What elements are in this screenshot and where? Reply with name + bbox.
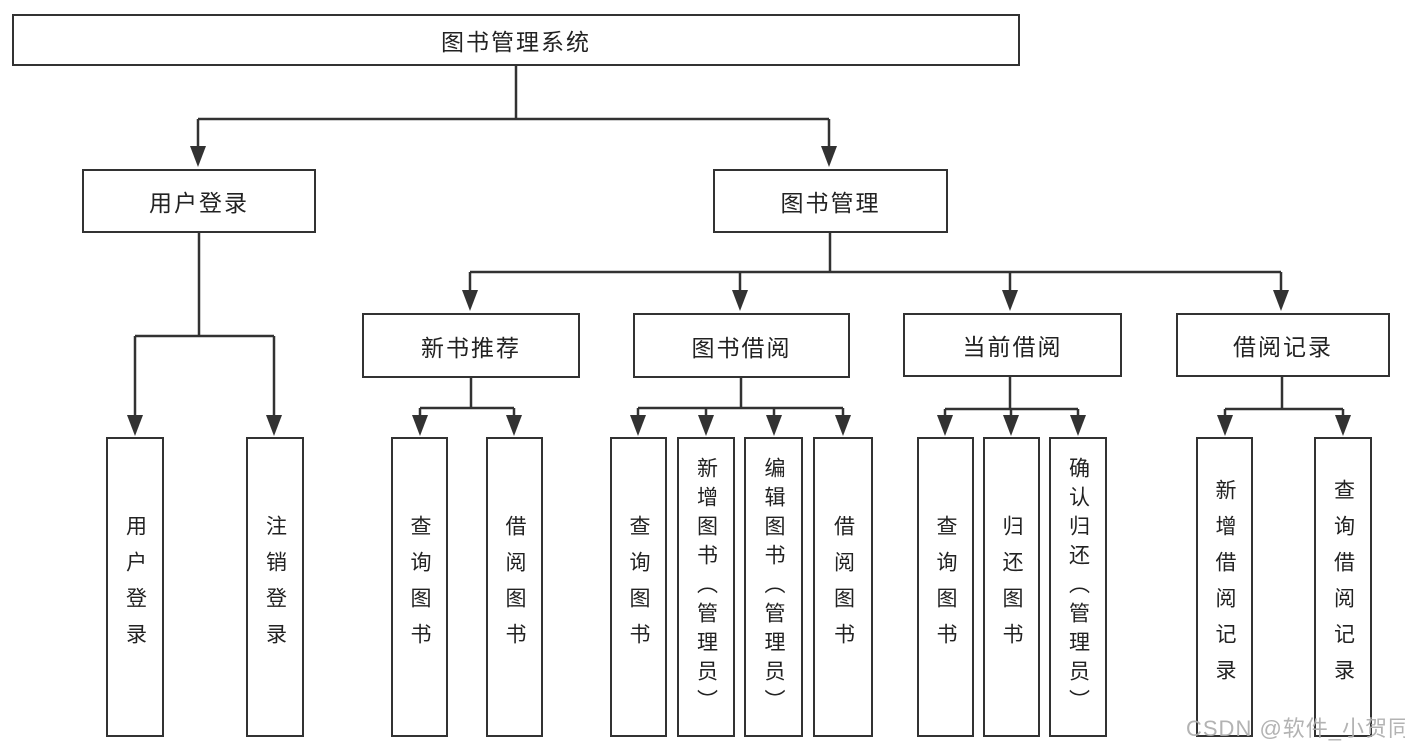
node-label: 查询图书: [408, 515, 431, 659]
node-label: 查询图书: [627, 515, 650, 659]
leaf-borrow-books: 借阅图书: [813, 437, 873, 737]
node-label: 图书管理系统: [441, 29, 591, 55]
node-label: 借阅记录: [1233, 334, 1333, 360]
node-label: 用户登录: [149, 190, 249, 216]
node-label: 确认归还（管理员）: [1066, 456, 1090, 718]
node-label: 新增图书（管理员）: [694, 456, 718, 718]
leaf-add-borrow-record: 新增借阅记录: [1196, 437, 1253, 737]
node-label: 新书推荐: [421, 334, 521, 361]
node-label: 归还图书: [1000, 515, 1023, 659]
leaf-query-books-recommend: 查询图书: [391, 437, 448, 737]
node-user-login: 用户登录: [82, 169, 316, 233]
node-label: 查询借阅记录: [1331, 479, 1355, 695]
leaf-logout: 注销登录: [246, 437, 304, 737]
leaf-add-book-admin: 新增图书（管理员）: [677, 437, 735, 737]
leaf-user-login: 用户登录: [106, 437, 164, 737]
node-book-management: 图书管理: [713, 169, 948, 233]
leaf-query-books-current: 查询图书: [917, 437, 974, 737]
node-label: 新增借阅记录: [1213, 479, 1236, 695]
node-current-borrow: 当前借阅: [903, 313, 1122, 377]
node-label: 注销登录: [263, 515, 287, 659]
leaf-return-book: 归还图书: [983, 437, 1040, 737]
node-label: 借阅图书: [503, 515, 526, 659]
node-label: 借阅图书: [831, 515, 855, 659]
node-label: 当前借阅: [962, 334, 1063, 360]
node-label: 图书管理: [780, 190, 881, 216]
node-label: 用户登录: [123, 515, 147, 659]
node-borrow-records: 借阅记录: [1176, 313, 1390, 377]
node-label: 图书借阅: [691, 334, 792, 361]
leaf-confirm-return-admin: 确认归还（管理员）: [1049, 437, 1107, 737]
leaf-query-borrow-record: 查询借阅记录: [1314, 437, 1372, 737]
node-book-borrow: 图书借阅: [633, 313, 850, 378]
arrowhead-icons: [127, 146, 1351, 436]
watermark-text: CSDN @软件_小贺同学: [1186, 716, 1405, 741]
leaf-edit-book-admin: 编辑图书（管理员）: [744, 437, 803, 737]
node-root: 图书管理系统: [12, 14, 1020, 66]
leaf-query-books-borrow: 查询图书: [610, 437, 667, 737]
node-label: 查询图书: [934, 515, 957, 659]
node-new-book-recommend: 新书推荐: [362, 313, 580, 378]
node-label: 编辑图书（管理员）: [762, 456, 785, 718]
leaf-borrow-books-recommend: 借阅图书: [486, 437, 543, 737]
